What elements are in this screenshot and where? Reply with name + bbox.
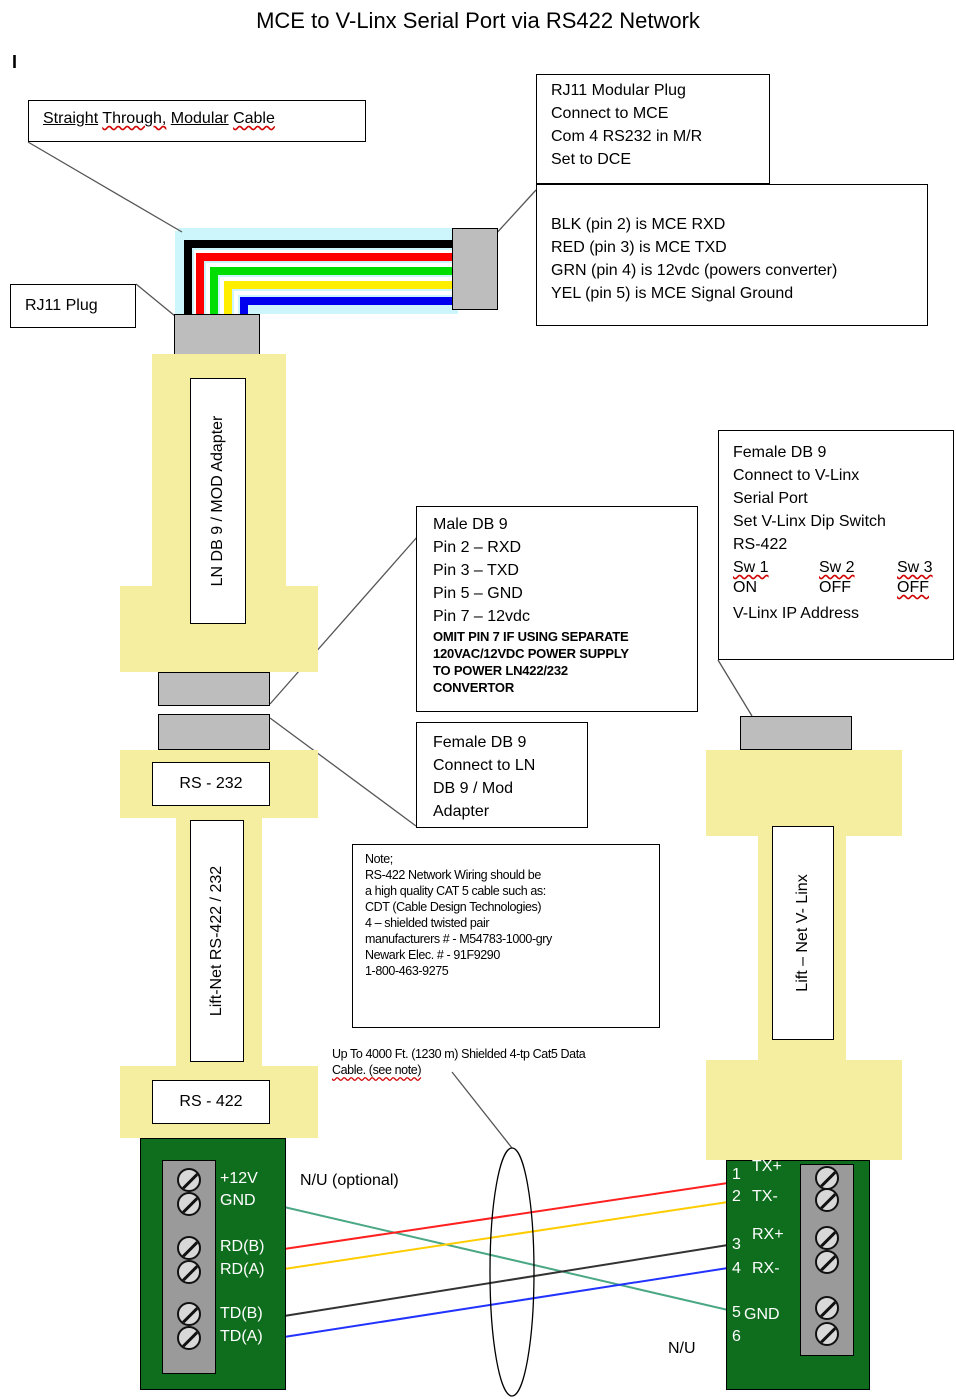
terminal-tda: TD(A) bbox=[220, 1328, 263, 1345]
cable-wire-green bbox=[210, 267, 452, 314]
vlinx-head bbox=[706, 750, 902, 836]
female-db9-ln-callout: Female DB 9 Connect to LN DB 9 / Mod Ada… bbox=[416, 722, 588, 828]
dip-switch-table: Sw 1 Sw 2 Sw 3 ON OFF OFF bbox=[733, 559, 933, 596]
modular-cable-label: Straight Through, Modular Cable bbox=[28, 100, 366, 142]
terminal-num-4: 4 bbox=[732, 1260, 741, 1277]
cable-gap-3 bbox=[220, 277, 452, 314]
wire-gnd bbox=[283, 1206, 729, 1311]
screw-icon bbox=[815, 1250, 839, 1274]
terminal-tdb: TD(B) bbox=[220, 1305, 263, 1322]
screw-icon bbox=[177, 1168, 201, 1192]
nu-label: N/U bbox=[668, 1340, 696, 1357]
liftnet-vlinx-label: Lift – Net V- Linx bbox=[772, 826, 834, 1040]
leader-female-db9-vlinx bbox=[717, 659, 753, 717]
ln-adapter-label: LN DB 9 / MOD Adapter bbox=[190, 378, 246, 624]
liftnet-converter-label: Lift-Net RS-422 / 232 bbox=[190, 820, 244, 1062]
leader-cable-spec bbox=[451, 1071, 513, 1149]
terminal-rx-minus: RX- bbox=[752, 1260, 780, 1277]
nu-optional-label: N/U (optional) bbox=[300, 1172, 399, 1189]
rj11-plug-callout: RJ11 Plug bbox=[10, 284, 136, 328]
screw-icon bbox=[177, 1192, 201, 1216]
terminal-num-2: 2 bbox=[732, 1188, 741, 1205]
screw-icon bbox=[815, 1226, 839, 1250]
screw-icon bbox=[815, 1296, 839, 1320]
rs232-label: RS - 232 bbox=[152, 762, 270, 806]
terminal-rda: RD(A) bbox=[220, 1261, 265, 1278]
wire-tda-rxn bbox=[283, 1267, 729, 1338]
rj11-plug bbox=[174, 314, 260, 360]
vlinx-db9-connector bbox=[740, 716, 852, 750]
leader-rj11-modular bbox=[493, 189, 537, 237]
terminal-tx-minus: TX- bbox=[752, 1188, 778, 1205]
screw-icon bbox=[177, 1236, 201, 1260]
vlinx-base bbox=[706, 1060, 902, 1160]
cable-wire-yellow bbox=[224, 281, 452, 314]
terminal-num-3: 3 bbox=[732, 1236, 741, 1253]
leader-male-db9 bbox=[269, 535, 419, 705]
wire-tdb-rxp bbox=[283, 1244, 729, 1317]
terminal-gnd-right: GND bbox=[744, 1306, 780, 1323]
terminal-num-1: 1 bbox=[732, 1166, 741, 1183]
leader-female-db9-ln bbox=[269, 717, 417, 827]
wire-color-callout: BLK (pin 2) is MCE RXD RED (pin 3) is MC… bbox=[536, 184, 928, 326]
cable-gap-4 bbox=[234, 291, 452, 314]
female-db9-vlinx-callout: Female DB 9 Connect to V-Linx Serial Por… bbox=[718, 430, 954, 660]
cable-wire-black bbox=[184, 240, 452, 314]
cable-gap-2 bbox=[206, 263, 452, 314]
screw-icon bbox=[815, 1322, 839, 1346]
wire-rdb-txp bbox=[283, 1182, 729, 1250]
rj11-modular-plug bbox=[452, 228, 498, 310]
cable-outer-wire bbox=[175, 231, 452, 314]
terminal-12v: +12V bbox=[220, 1170, 258, 1187]
cable-wire-red bbox=[196, 253, 452, 314]
rs422-label: RS - 422 bbox=[152, 1080, 270, 1124]
diagram-title: MCE to V-Linx Serial Port via RS422 Netw… bbox=[256, 8, 700, 33]
terminal-tx-plus: TX+ bbox=[752, 1158, 782, 1175]
cable-shield-ellipse bbox=[489, 1147, 535, 1397]
terminal-rdb: RD(B) bbox=[220, 1238, 265, 1255]
cursor-mark: I bbox=[12, 52, 18, 72]
screw-icon bbox=[815, 1166, 839, 1190]
leader-cable bbox=[27, 141, 183, 233]
cable-note: Note; RS-422 Network Wiring should be a … bbox=[352, 844, 660, 1028]
terminal-gnd: GND bbox=[220, 1192, 256, 1209]
cable-wire-blue bbox=[240, 297, 452, 314]
female-db9-ln-connector bbox=[158, 714, 270, 750]
terminal-num-5: 5 bbox=[732, 1304, 741, 1321]
wire-rda-txn bbox=[283, 1201, 729, 1270]
screw-icon bbox=[815, 1188, 839, 1212]
terminal-num-6: 6 bbox=[732, 1328, 741, 1345]
male-db9-connector bbox=[158, 672, 270, 706]
screw-icon bbox=[177, 1260, 201, 1284]
cable-spec: Up To 4000 Ft. (1230 m) Shielded 4-tp Ca… bbox=[332, 1047, 586, 1077]
screw-icon bbox=[177, 1302, 201, 1326]
rj11-modular-plug-callout: RJ11 Modular Plug Connect to MCE Com 4 R… bbox=[536, 74, 770, 184]
male-db9-callout: Male DB 9 Pin 2 – RXD Pin 3 – TXD Pin 5 … bbox=[416, 506, 698, 712]
terminal-rx-plus: RX+ bbox=[752, 1226, 784, 1243]
screw-icon bbox=[177, 1326, 201, 1350]
